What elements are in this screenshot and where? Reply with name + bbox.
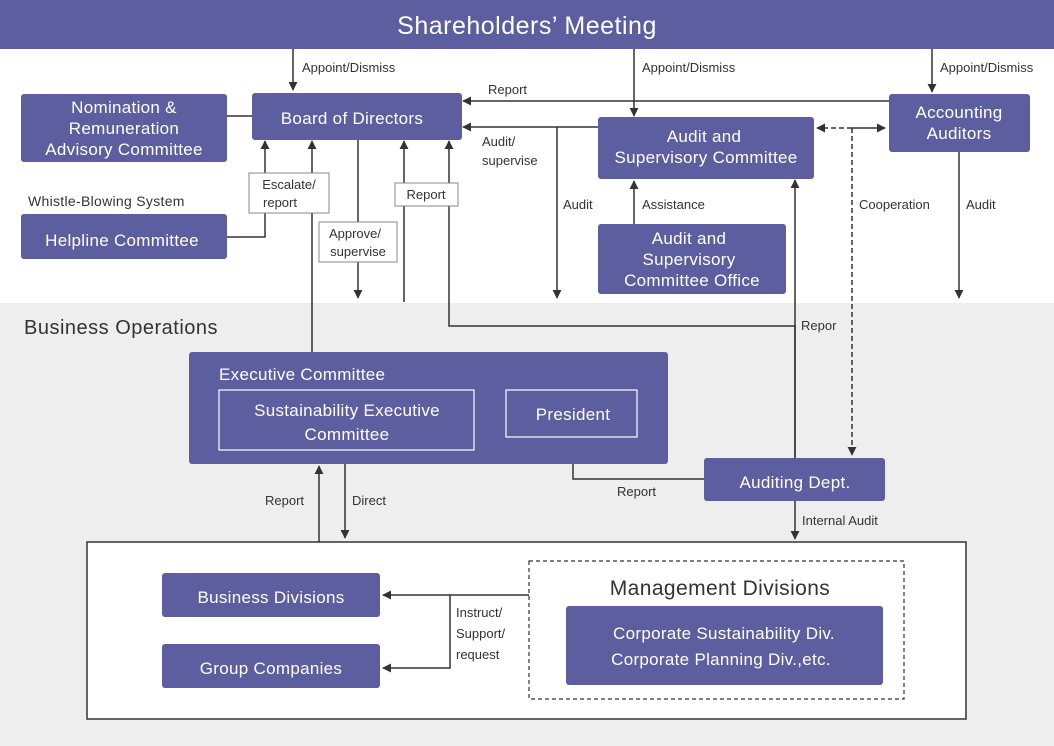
- direct-label: Direct: [352, 493, 386, 508]
- instruct-line-2: Support/: [456, 626, 506, 641]
- sustainability-exec-line-1: Sustainability Executive: [254, 401, 440, 420]
- audit-supervise-line-2: supervise: [482, 153, 538, 168]
- nomination-line-3: Advisory Committee: [45, 140, 203, 159]
- audit-office-line-2: Supervisory: [642, 250, 735, 269]
- approve-line-2: supervise: [330, 244, 386, 259]
- escalate-line-1: Escalate/: [262, 177, 316, 192]
- report-board-label: Report: [406, 187, 445, 202]
- nomination-committee-box: [21, 94, 227, 162]
- assistance-label: Assistance: [642, 197, 705, 212]
- appoint-dismiss-label-1: Appoint/Dismiss: [302, 60, 396, 75]
- board-of-directors-box: [252, 93, 462, 140]
- audit-right-label: Audit: [966, 197, 996, 212]
- audit-office-line-1: Audit and: [652, 229, 727, 248]
- audit-committee-line-1: Audit and: [667, 127, 742, 146]
- sustainability-exec-box: [218, 389, 475, 451]
- accounting-auditors-box: [889, 94, 1030, 152]
- business-operations-label: Business Operations: [24, 317, 218, 339]
- header-title: Shareholders’ Meeting: [397, 12, 657, 40]
- executive-committee-box: [189, 352, 668, 464]
- president-label: President: [536, 405, 611, 424]
- group-companies-box: [162, 644, 380, 688]
- escalate-line-2: report: [263, 195, 297, 210]
- accounting-line-1: Accounting: [915, 103, 1002, 122]
- helpline-committee-box: [21, 214, 227, 259]
- report-president-label: Report: [617, 484, 656, 499]
- executive-committee-label: Executive Committee: [219, 365, 385, 384]
- accounting-line-2: Auditors: [927, 124, 992, 143]
- auditing-dept-box: [704, 458, 885, 501]
- sustainability-exec-line-2: Committee: [305, 425, 390, 444]
- president-box-exec: [505, 389, 638, 438]
- escalate-label-box: [248, 172, 330, 214]
- auditing-dept-label: Auditing Dept.: [740, 473, 851, 492]
- cooperation-label: Cooperation: [859, 197, 930, 212]
- business-divisions-label: Business Divisions: [197, 588, 344, 607]
- appoint-dismiss-label-3: Appoint/Dismiss: [940, 60, 1034, 75]
- board-label: Board of Directors: [281, 109, 423, 128]
- approve-line-1: Approve/: [329, 226, 381, 241]
- helpline-label: Helpline Committee: [45, 231, 199, 250]
- header-bar: [0, 0, 1054, 49]
- corporate-divs-line-1: Corporate Sustainability Div.: [613, 624, 835, 643]
- report-label-box: [394, 182, 459, 207]
- nomination-line-2: Remuneration: [69, 119, 179, 138]
- audit-committee-line-2: Supervisory Committee: [615, 148, 798, 167]
- appoint-dismiss-label-2: Appoint/Dismiss: [642, 60, 736, 75]
- internal-audit-label: Internal Audit: [802, 513, 878, 528]
- whistle-blowing-label: Whistle-Blowing System: [28, 193, 185, 209]
- audit-committee-office-box: [598, 224, 786, 294]
- repor-label: Repor: [801, 318, 837, 333]
- group-companies-label: Group Companies: [200, 659, 342, 678]
- audit-office-line-3: Committee Office: [624, 271, 760, 290]
- arrow-instruct-business: [382, 594, 529, 673]
- nomination-line-1: Nomination &: [71, 98, 177, 117]
- audit-committee-box: [598, 117, 814, 179]
- audit-supervise-line-1: Audit/: [482, 134, 516, 149]
- report-top-label: Report: [488, 82, 527, 97]
- instruct-line-1: Instruct/: [456, 605, 503, 620]
- instruct-line-3: request: [456, 647, 500, 662]
- management-divisions-label: Management Divisions: [610, 577, 830, 600]
- approve-label-box: [318, 221, 398, 263]
- corporate-divisions-box: [566, 606, 883, 685]
- business-divisions-box: [162, 573, 380, 617]
- audit-mid-label: Audit: [563, 197, 593, 212]
- report-executive-label: Report: [265, 493, 304, 508]
- corporate-divs-line-2: Corporate Planning Div.,etc.: [611, 650, 831, 669]
